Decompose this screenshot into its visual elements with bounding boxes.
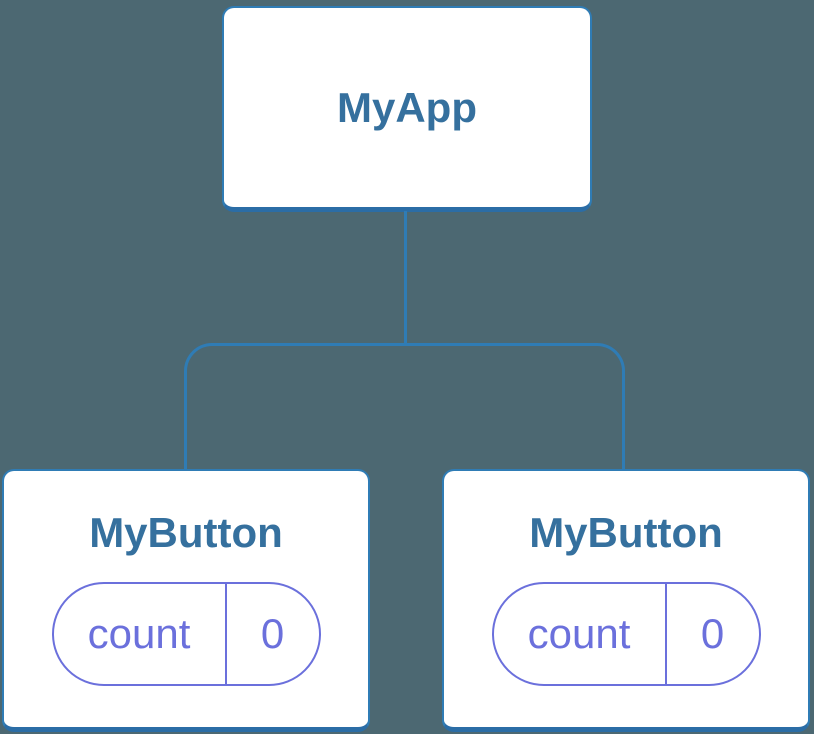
connector-stem-line xyxy=(404,211,407,346)
connector-branch-line xyxy=(184,343,625,469)
state-value: 0 xyxy=(260,610,285,657)
component-node-child-1: MyButton count 0 xyxy=(2,469,370,732)
component-node-child-2: MyButton count 0 xyxy=(442,469,810,732)
state-pill: count 0 xyxy=(51,582,321,686)
component-node-root: MyApp xyxy=(222,6,592,212)
state-pill: count 0 xyxy=(491,582,761,686)
component-node-label: MyButton xyxy=(89,509,283,556)
component-node-label: MyButton xyxy=(529,509,723,556)
state-name: count xyxy=(494,584,667,684)
state-value: 0 xyxy=(700,610,725,657)
state-name: count xyxy=(54,584,227,684)
component-node-label: MyApp xyxy=(337,83,477,131)
